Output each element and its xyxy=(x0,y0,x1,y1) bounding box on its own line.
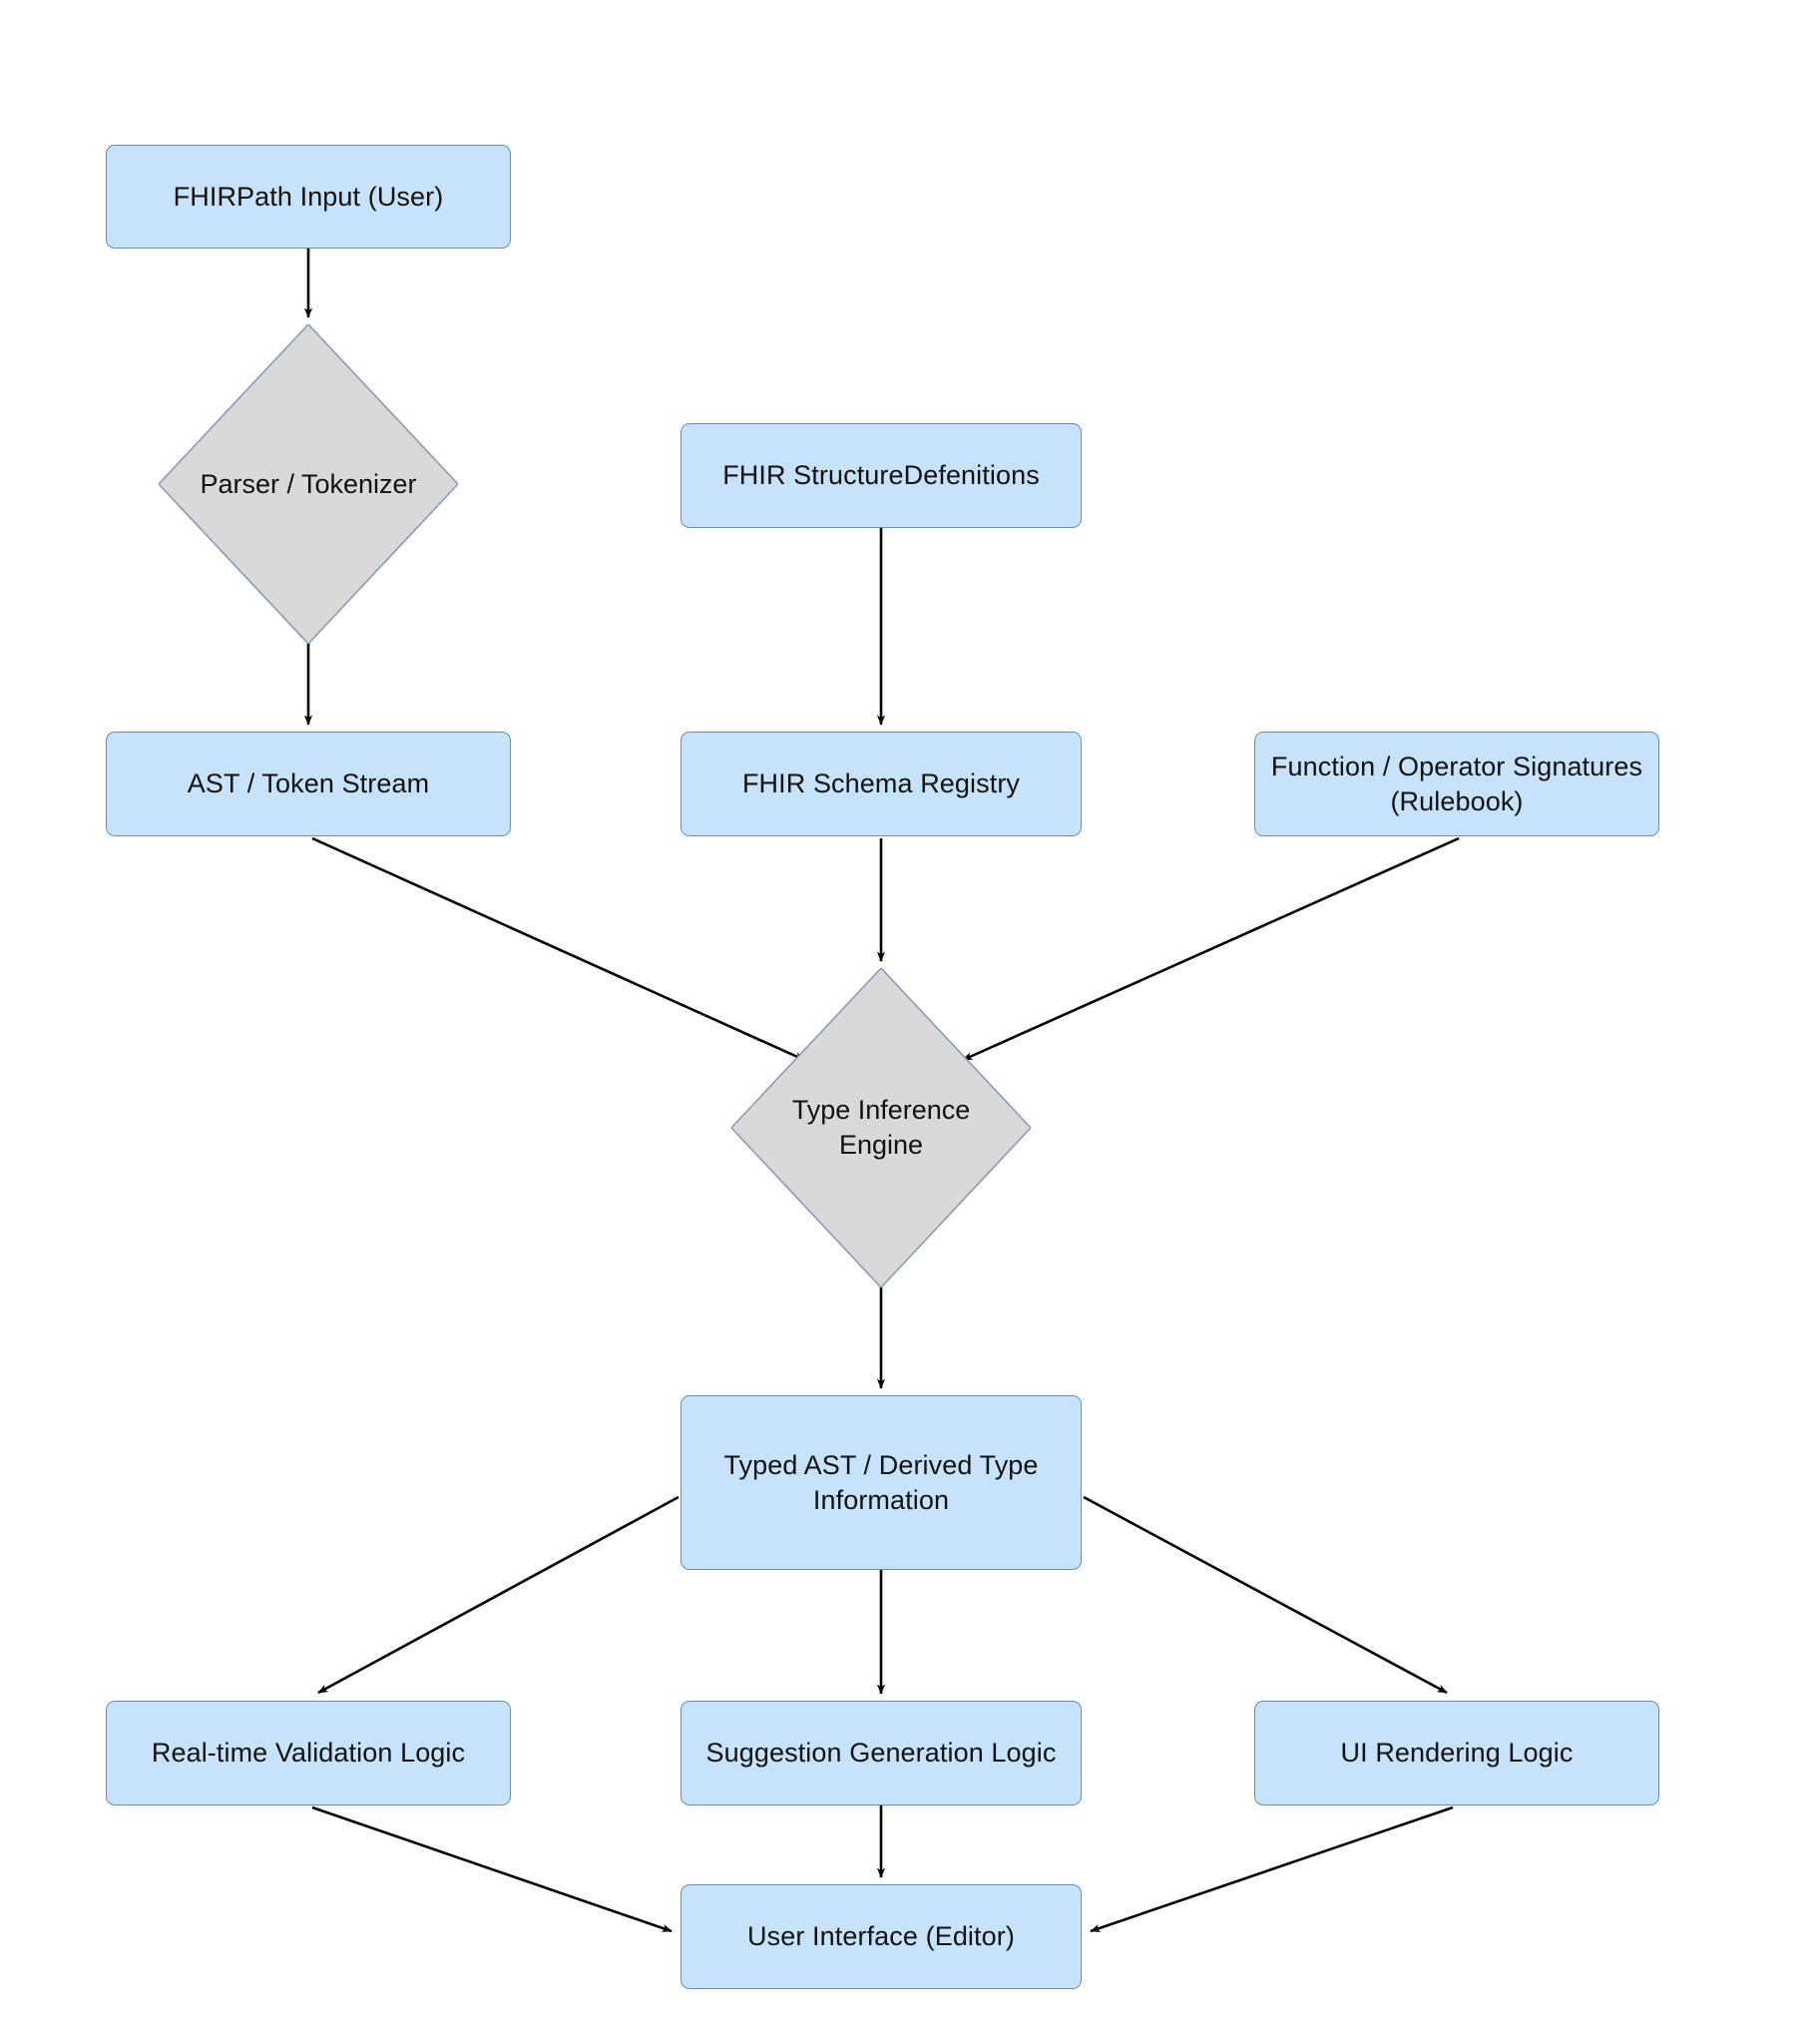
node-label: FHIR StructureDefenitions xyxy=(722,460,1040,491)
node-typed-ast[interactable]: Typed AST / Derived Type Information xyxy=(681,1395,1082,1570)
node-fhir-schema-registry[interactable]: FHIR Schema Registry xyxy=(681,732,1082,836)
node-label: Function / Operator Signatures (Rulebook… xyxy=(1270,751,1643,816)
node-parser-tokenizer[interactable]: Parser / Tokenizer xyxy=(159,324,458,644)
node-label: Type Inference Engine xyxy=(791,1095,971,1160)
edge-typed-ast-to-ui-rendering xyxy=(1083,1495,1448,1695)
node-label: Suggestion Generation Logic xyxy=(705,1738,1057,1769)
node-realtime-validation-logic[interactable]: Real-time Validation Logic xyxy=(106,1701,511,1805)
node-label: AST / Token Stream xyxy=(187,768,430,799)
edge-validation-to-user-interface xyxy=(311,1805,673,1933)
node-label: FHIRPath Input (User) xyxy=(173,181,444,212)
diamond-shape xyxy=(731,968,1031,1287)
node-label: Parser / Tokenizer xyxy=(200,468,417,499)
node-user-interface-editor[interactable]: User Interface (Editor) xyxy=(681,1884,1082,1989)
edge-signatures-to-type-inference xyxy=(962,836,1460,1062)
edge-ui-rendering-to-user-interface xyxy=(1090,1805,1454,1933)
node-label: User Interface (Editor) xyxy=(747,1921,1015,1952)
edge-typed-ast-to-validation xyxy=(317,1495,680,1695)
node-label: UI Rendering Logic xyxy=(1340,1738,1574,1769)
node-suggestion-generation-logic[interactable]: Suggestion Generation Logic xyxy=(681,1701,1082,1805)
node-fhir-structuredefenitions[interactable]: FHIR StructureDefenitions xyxy=(681,423,1082,528)
node-ui-rendering-logic[interactable]: UI Rendering Logic xyxy=(1254,1701,1659,1805)
node-type-inference-engine[interactable]: Type Inference Engine xyxy=(731,968,1031,1287)
node-label: FHIR Schema Registry xyxy=(741,768,1021,799)
node-label: Typed AST / Derived Type Information xyxy=(723,1449,1039,1515)
node-ast-token-stream[interactable]: AST / Token Stream xyxy=(106,732,511,836)
node-label: Real-time Validation Logic xyxy=(151,1738,466,1769)
diamond-shape xyxy=(159,324,458,644)
node-function-operator-signatures[interactable]: Function / Operator Signatures (Rulebook… xyxy=(1254,732,1659,836)
node-fhirpath-input[interactable]: FHIRPath Input (User) xyxy=(106,145,511,249)
